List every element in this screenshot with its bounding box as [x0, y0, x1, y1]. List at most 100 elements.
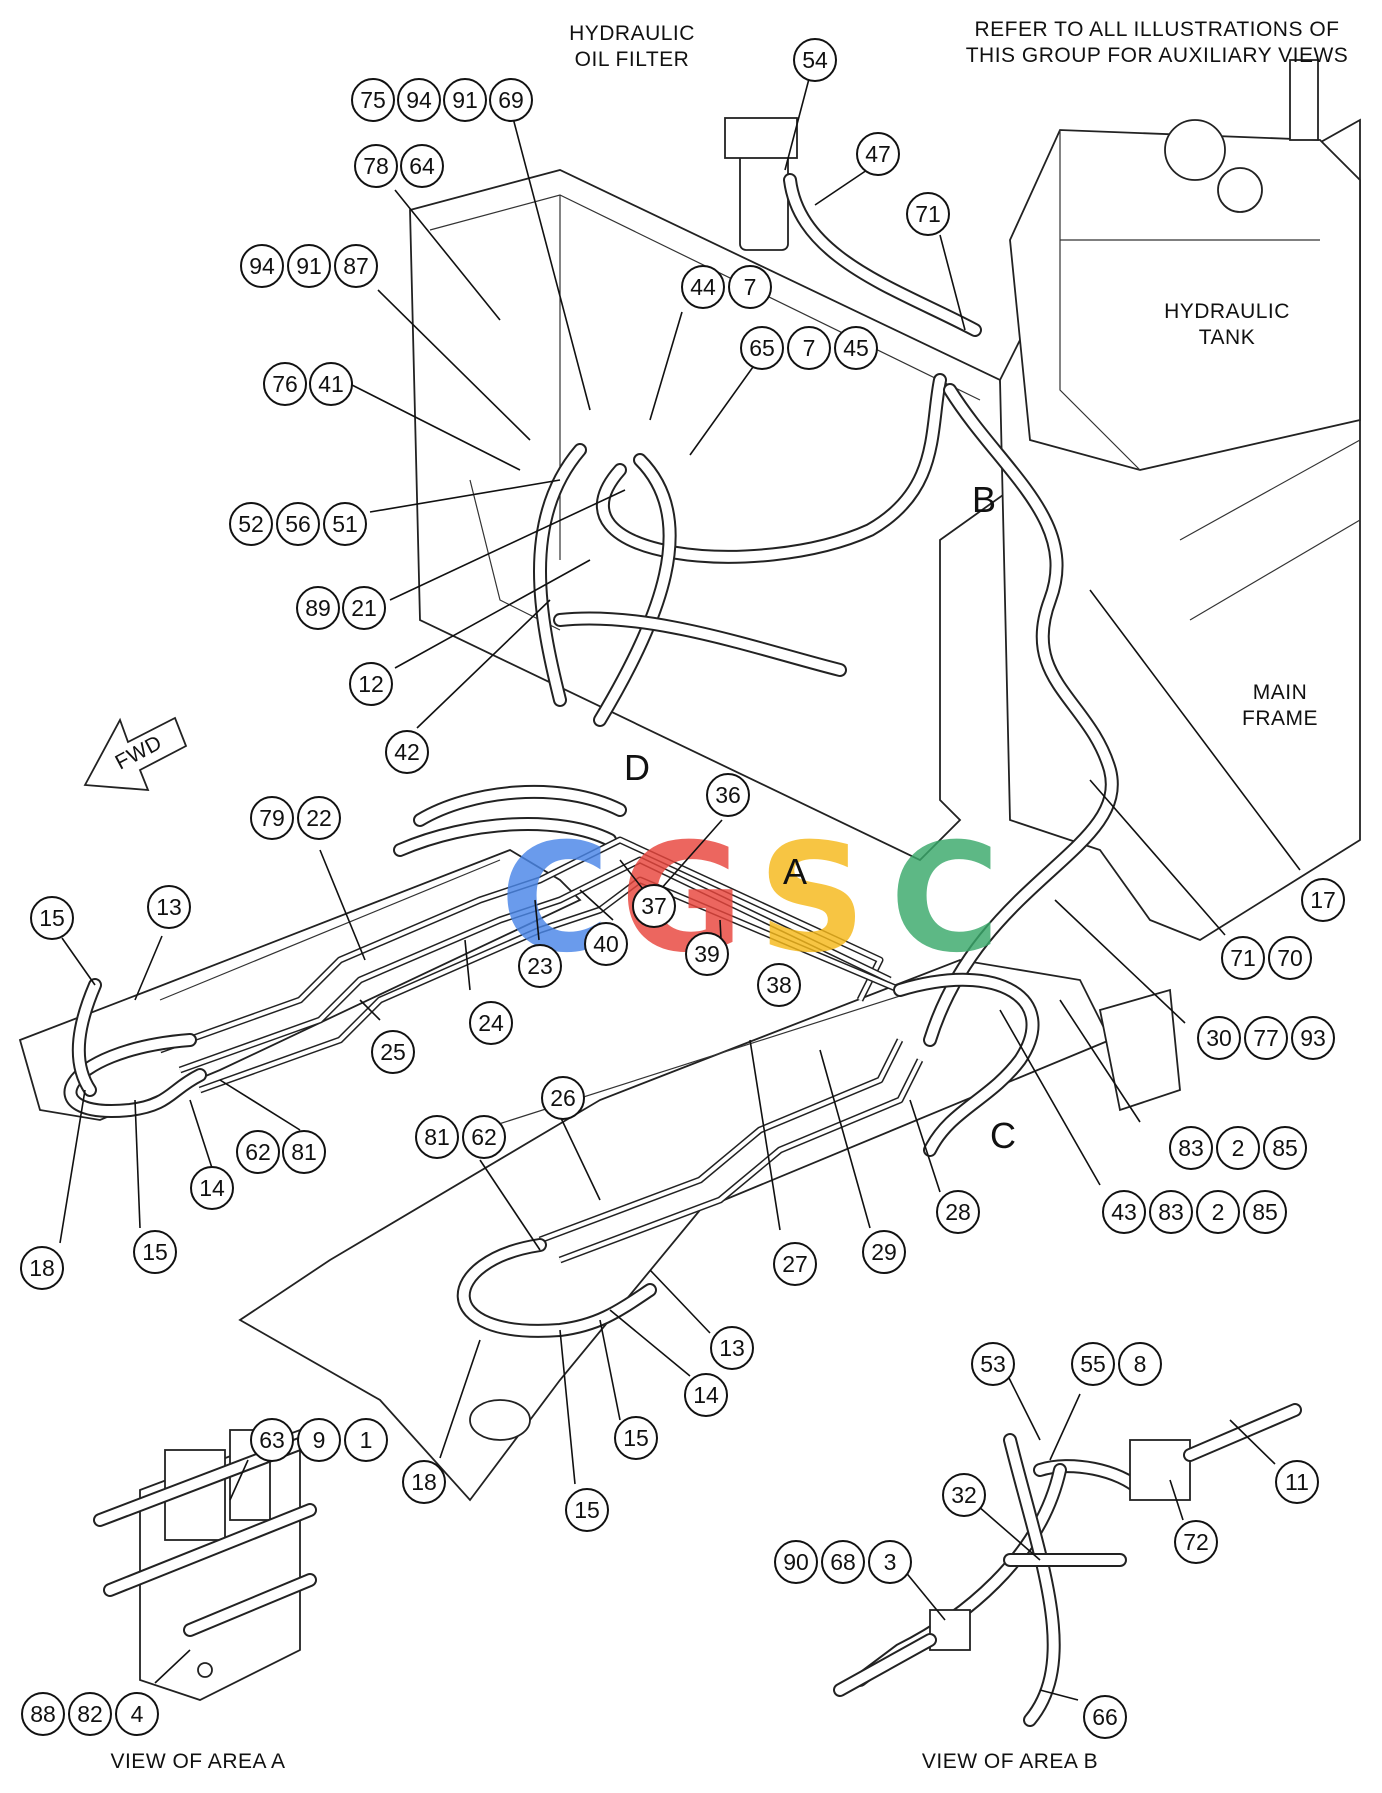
callout-number: 39 [694, 941, 720, 967]
callout-bubble: 24 [469, 1001, 513, 1045]
callout-bubble: 12 [349, 662, 393, 706]
view-area-b-caption: VIEW OF AREA B [922, 1750, 1098, 1773]
callout-bubble: 54 [793, 38, 837, 82]
callout-number: 15 [623, 1425, 649, 1451]
callout-number: 36 [715, 782, 741, 808]
callout-number: 71 [1230, 945, 1256, 971]
callout-bubble: 94 91 87 [240, 244, 378, 288]
callout-bubble: 26 [541, 1076, 585, 1120]
callout-number: 3 [884, 1549, 897, 1575]
callout-number: 43 [1111, 1199, 1137, 1225]
callout-bubble: 18 [402, 1460, 446, 1504]
callout-bubble: 38 [757, 963, 801, 1007]
callout-bubble: 42 [385, 730, 429, 774]
callout-number: 94 [249, 253, 275, 279]
callout-bubble: 76 41 [263, 362, 353, 406]
callout-bubble: 81 62 [415, 1115, 506, 1159]
callout-bubble: 53 [971, 1342, 1015, 1386]
refer-note-line1: REFER TO ALL ILLUSTRATIONS OF [975, 18, 1340, 41]
callout-number: 37 [641, 893, 667, 919]
callout-number: 29 [871, 1239, 897, 1265]
callout-number: 45 [843, 335, 869, 361]
callout-bubble: 14 [190, 1166, 234, 1210]
callout-bubble: 75 94 91 69 [351, 78, 533, 122]
area-letter-b: B [972, 479, 996, 520]
callout-number: 85 [1272, 1135, 1298, 1161]
callout-number: 62 [245, 1139, 271, 1165]
callout-bubble: 89 21 [296, 586, 386, 630]
callout-number: 62 [471, 1124, 497, 1150]
main-frame-label-line2: FRAME [1242, 707, 1318, 730]
callout-bubble: 36 [706, 773, 750, 817]
watermark-letter: C [890, 812, 1000, 986]
callout-bubble: 47 [856, 132, 900, 176]
callout-number: 7 [803, 335, 816, 361]
callout-bubble: 15 [30, 896, 74, 940]
callout-number: 38 [766, 972, 792, 998]
callout-number: 18 [411, 1469, 437, 1495]
oil-filter-label-line2: OIL FILTER [575, 48, 690, 71]
callout-number: 15 [574, 1497, 600, 1523]
callout-bubble: 44 7 [681, 265, 772, 309]
callout-bubble: 72 [1174, 1520, 1218, 1564]
refer-note-line2: THIS GROUP FOR AUXILIARY VIEWS [966, 44, 1349, 67]
callout-number: 69 [498, 87, 524, 113]
callout-number: 56 [285, 511, 311, 537]
callout-number: 13 [156, 894, 182, 920]
callout-number: 13 [719, 1335, 745, 1361]
callout-number: 93 [1300, 1025, 1326, 1051]
callout-number: 81 [291, 1139, 317, 1165]
callout-bubble: 65 7 45 [740, 326, 878, 370]
callout-number: 4 [131, 1701, 144, 1727]
callout-number: 2 [1232, 1135, 1245, 1161]
callout-bubble: 43 83 2 85 [1102, 1190, 1287, 1234]
callout-number: 82 [77, 1701, 103, 1727]
callout-number: 27 [782, 1251, 808, 1277]
callout-number: 15 [39, 905, 65, 931]
area-letter-a: A [783, 851, 807, 892]
callout-bubble: 66 [1083, 1695, 1127, 1739]
watermark-letter: S [758, 812, 866, 986]
callout-number: 44 [690, 274, 716, 300]
callout-bubble: 15 [614, 1416, 658, 1460]
callout-number: 68 [830, 1549, 856, 1575]
callout-number: 18 [29, 1255, 55, 1281]
callout-number: 70 [1277, 945, 1303, 971]
callout-bubble: 11 [1275, 1460, 1319, 1504]
callout-bubble: 30 77 93 [1197, 1016, 1335, 1060]
callout-bubble: 17 [1301, 878, 1345, 922]
callout-number: 72 [1183, 1529, 1209, 1555]
callout-number: 65 [749, 335, 775, 361]
callout-number: 89 [305, 595, 331, 621]
callout-number: 7 [744, 274, 757, 300]
callout-number: 64 [409, 153, 435, 179]
callout-number: 53 [980, 1351, 1006, 1377]
callout-bubble: 79 22 [250, 796, 341, 840]
callout-number: 83 [1158, 1199, 1184, 1225]
callout-number: 54 [802, 47, 828, 73]
callout-bubble: 62 81 [236, 1130, 326, 1174]
text-labels: HYDRAULIC OIL FILTER REFER TO ALL ILLUST… [110, 18, 1349, 1773]
callout-number: 25 [380, 1039, 406, 1065]
callout-number: 41 [318, 371, 344, 397]
callout-number: 87 [343, 253, 369, 279]
callout-bubble: 23 [518, 944, 562, 988]
callout-number: 91 [296, 253, 322, 279]
callout-number: 14 [199, 1175, 225, 1201]
callout-bubble: 71 70 [1221, 936, 1312, 980]
callout-number: 2 [1212, 1199, 1225, 1225]
callout-number: 75 [360, 87, 386, 113]
callout-number: 28 [945, 1199, 971, 1225]
callout-number: 55 [1080, 1351, 1106, 1377]
callout-bubble: 83 2 85 [1169, 1126, 1307, 1170]
callout-number: 8 [1134, 1351, 1147, 1377]
callout-number: 21 [351, 595, 377, 621]
callout-number: 52 [238, 511, 264, 537]
callout-number: 63 [259, 1427, 285, 1453]
callout-bubble: 29 [862, 1230, 906, 1274]
callout-number: 1 [360, 1427, 373, 1453]
callout-bubble: 88 82 4 [21, 1692, 159, 1736]
callout-number: 79 [259, 805, 285, 831]
callout-bubble: 52 56 51 [229, 502, 367, 546]
callout-bubble: 37 [632, 884, 676, 928]
